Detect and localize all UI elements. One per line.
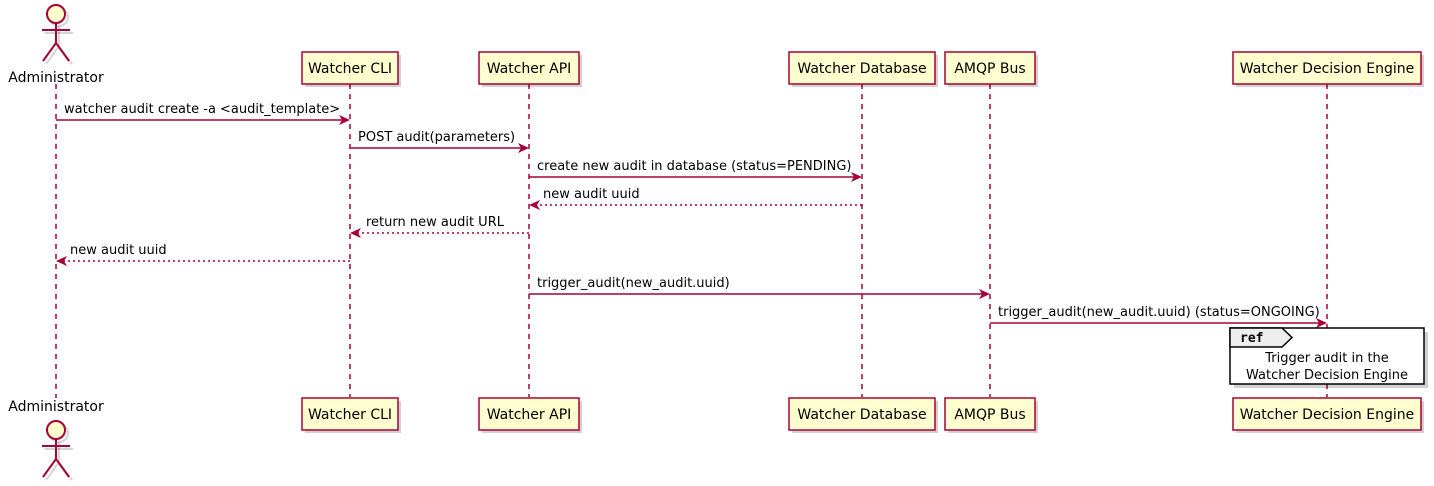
participant-label: Watcher Database — [797, 61, 926, 77]
participant-watcher-decision-engine-top[interactable]: Watcher Decision Engine — [1232, 51, 1424, 87]
message-label: watcher audit create -a <audit_template> — [64, 102, 340, 117]
ref-tab-label: ref — [1240, 331, 1263, 346]
actor-label: Administrator — [8, 70, 104, 86]
actor-leg-right — [55, 42, 70, 62]
participants-bottom-layer: Watcher CLI Watcher API Watcher Database AM… — [8, 397, 1424, 481]
message-label: trigger_audit(new_audit.uuid) (status=ON… — [998, 305, 1320, 320]
participant-label: AMQP Bus — [954, 61, 1025, 77]
participant-box[interactable] — [478, 51, 580, 85]
participant-box[interactable] — [1232, 51, 1422, 85]
actor-head — [46, 4, 66, 24]
message-label: return new audit URL — [366, 215, 505, 230]
message-arrowhead — [851, 172, 862, 182]
participant-label: AMQP Bus — [954, 407, 1025, 423]
message-2-watcher-cli-to-watcher-api[interactable]: POST audit(parameters) — [350, 130, 529, 153]
message-arrowhead — [979, 289, 990, 299]
message-arrowhead — [529, 200, 540, 210]
message-6-watcher-cli-to-administrator[interactable]: new audit uuid — [56, 243, 350, 266]
message-label: trigger_audit(new_audit.uuid) — [537, 276, 730, 291]
message-8-amqp-bus-to-watcher-decision-engine[interactable]: trigger_audit(new_audit.uuid) (status=ON… — [990, 305, 1327, 328]
participant-label: Watcher Database — [797, 407, 926, 423]
participant-box[interactable] — [944, 397, 1036, 431]
participant-box[interactable] — [1232, 397, 1422, 431]
actor-administrator-bottom[interactable]: Administrator — [8, 399, 104, 481]
participant-watcher-decision-engine-bottom[interactable]: Watcher Decision Engine — [1232, 397, 1424, 433]
participant-label: Watcher CLI — [308, 407, 392, 423]
participant-box[interactable] — [788, 397, 936, 431]
participant-box[interactable] — [301, 397, 399, 431]
participant-label: Watcher API — [487, 61, 572, 77]
participant-label: Watcher Decision Engine — [1240, 61, 1414, 77]
actor-label: Administrator — [8, 399, 104, 415]
message-arrowhead — [339, 115, 350, 125]
actor-head — [46, 420, 66, 440]
participant-label: Watcher API — [487, 407, 572, 423]
participant-amqp-bus-top[interactable]: AMQP Bus — [944, 51, 1038, 87]
participant-amqp-bus-bottom[interactable]: AMQP Bus — [944, 397, 1038, 433]
participant-watcher-cli-top[interactable]: Watcher CLI — [301, 51, 401, 87]
participant-box[interactable] — [944, 51, 1036, 85]
message-label: new audit uuid — [70, 243, 167, 258]
message-7-watcher-api-to-amqp-bus[interactable]: trigger_audit(new_audit.uuid) — [529, 276, 990, 299]
actor-leg-left — [42, 458, 57, 478]
message-arrowhead — [56, 256, 67, 266]
messages-layer: watcher audit create -a <audit_template>… — [56, 102, 1327, 328]
message-5-watcher-api-to-watcher-cli[interactable]: return new audit URL — [350, 215, 529, 238]
participant-label: Watcher Decision Engine — [1240, 407, 1414, 423]
message-1-administrator-to-watcher-cli[interactable]: watcher audit create -a <audit_template> — [56, 102, 350, 125]
participant-watcher-database-top[interactable]: Watcher Database — [788, 51, 938, 87]
actor-administrator-top[interactable]: Administrator — [8, 4, 104, 86]
ref-line: Trigger audit in the — [1264, 351, 1389, 366]
message-arrowhead — [518, 143, 529, 153]
participant-box[interactable] — [301, 51, 399, 85]
participant-watcher-cli-bottom[interactable]: Watcher CLI — [301, 397, 401, 433]
participant-watcher-database-bottom[interactable]: Watcher Database — [788, 397, 938, 433]
message-label: new audit uuid — [543, 187, 640, 202]
participant-box[interactable] — [788, 51, 936, 85]
ref-line: Watcher Decision Engine — [1246, 368, 1408, 383]
message-4-watcher-database-to-watcher-api[interactable]: new audit uuid — [529, 187, 862, 210]
actor-leg-left — [42, 42, 57, 62]
actor-leg-right — [55, 458, 70, 478]
participant-watcher-api-top[interactable]: Watcher API — [478, 51, 582, 87]
participant-box[interactable] — [478, 397, 580, 431]
message-label: create new audit in database (status=PEN… — [537, 159, 852, 174]
message-3-watcher-api-to-watcher-database[interactable]: create new audit in database (status=PEN… — [529, 159, 862, 182]
message-label: POST audit(parameters) — [358, 130, 515, 145]
participant-watcher-api-bottom[interactable]: Watcher API — [478, 397, 582, 433]
participants-top-layer: Watcher CLI Watcher API Watcher Database AM… — [8, 4, 1424, 87]
message-arrowhead — [350, 228, 361, 238]
ref-tab — [1229, 327, 1294, 348]
participant-label: Watcher CLI — [308, 61, 392, 77]
message-arrowhead — [1316, 318, 1327, 328]
lifelines-layer — [55, 84, 1328, 398]
